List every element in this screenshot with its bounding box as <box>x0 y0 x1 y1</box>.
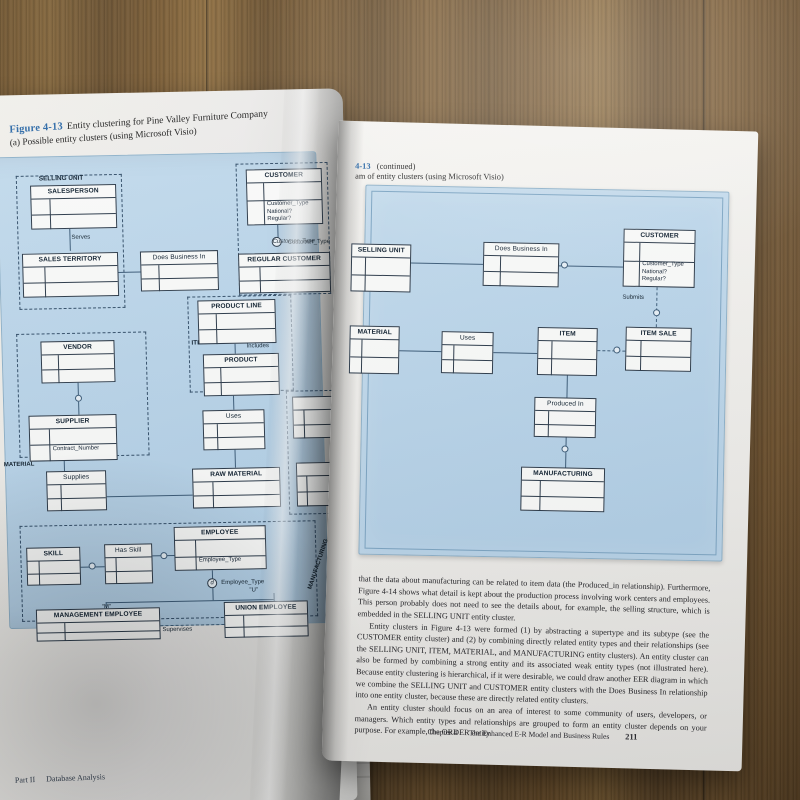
left-page: Figure 4-13 Entity clustering for Pine V… <box>0 88 358 800</box>
entity-skill: SKILL <box>26 546 82 586</box>
entity-name: SKILL <box>27 547 80 562</box>
eer-diagram-b: SELLING UNIT Does Business In CUSTOMER C… <box>348 184 730 562</box>
eer-diagram-a: SELLING UNIT SALESPERSON Serves SALES TE… <box>0 151 346 642</box>
relationship-name: Has Skill <box>105 544 152 559</box>
entity-item-right: ITEM <box>536 326 598 377</box>
running-foot-left: Part II Database Analysis <box>14 765 275 785</box>
body-text: that the data about manufacturing can be… <box>354 573 710 745</box>
entity-supplier: SUPPLIER Contract_Number <box>28 414 118 462</box>
entity-name: ITEM <box>538 327 597 343</box>
disjoint-marker: Customer_Type <box>271 236 315 248</box>
relationship-does-business-in: Does Business In <box>139 250 220 292</box>
entity-name: SELLING UNIT <box>352 244 411 259</box>
relationship-name: Uses <box>203 410 264 425</box>
cluster-label: SELLING UNIT <box>38 174 84 183</box>
entity-customer-right: CUSTOMER Customer_Type National? Regular… <box>622 228 696 288</box>
relationship-uses-right: Uses <box>440 331 494 375</box>
relationship-uses: Uses <box>202 409 266 451</box>
relationship-supervises-label: Supervises <box>162 626 193 634</box>
figure-subtitle-right: am of entity clusters (using Microsoft V… <box>355 171 504 182</box>
entity-raw-material: RAW MATERIAL <box>191 466 282 509</box>
page-number: 211 <box>625 732 638 742</box>
entity-name: CUSTOMER <box>624 229 695 244</box>
relationship-submits-label: Submits <box>622 294 645 301</box>
entity-name: MATERIAL <box>350 326 399 341</box>
chapter-label: Chapter 4 <box>427 727 458 737</box>
entity-customer: CUSTOMER Customer_Type National? Regular… <box>245 168 324 226</box>
entity-attributes: Employee_Type <box>198 556 242 564</box>
relationship-serves-label: Serves <box>71 234 91 241</box>
entity-attributes: Customer_Type National? Regular? <box>266 200 309 222</box>
part-number: Part II <box>14 775 36 785</box>
entity-management-employee: MANAGEMENT EMPLOYEE <box>35 607 161 642</box>
relationship-name: Produced In <box>535 397 596 413</box>
relationship-produced-in: Produced In <box>533 396 597 439</box>
label-u: "U" <box>249 587 259 594</box>
entity-selling-unit: SELLING UNIT <box>350 243 412 293</box>
relationship-includes-label: Includes <box>246 343 270 350</box>
entity-attributes: Contract_Number <box>52 444 100 452</box>
paragraph-2: Entity clusters in Figure 4-13 were form… <box>355 621 710 706</box>
relationship-name: Supplies <box>47 471 106 486</box>
relationship-supplies: Supplies <box>46 470 108 512</box>
entity-regular-customer: REGULAR CUSTOMER <box>238 251 332 294</box>
relationship-name: Uses <box>442 332 493 347</box>
entity-union-employee: UNION EMPLOYEE <box>223 600 309 638</box>
entity-item-sale: ITEM SALE <box>624 326 692 372</box>
entity-employee: EMPLOYEE Employee_Type <box>173 525 267 571</box>
figure-number: Figure 4-13 <box>9 121 64 136</box>
part-title: Database Analysis <box>45 772 106 784</box>
entity-name: ITEM SALE <box>626 327 691 342</box>
right-page: 4-13 (continued) am of entity clusters (… <box>321 120 759 772</box>
entity-product: PRODUCT <box>202 352 280 397</box>
figure-caption-left: Figure 4-13 Entity clustering for Pine V… <box>9 101 309 150</box>
relationship-does-business-in-right: Does Business In <box>482 241 560 288</box>
entity-material-right: MATERIAL <box>348 325 400 375</box>
entity-salesperson: SALESPERSON <box>30 184 118 230</box>
entity-manufacturing: MANUFACTURING <box>520 466 606 513</box>
cluster-label-material: MATERIAL <box>3 461 35 469</box>
entity-attributes: Customer_Type National? Regular? <box>641 261 684 283</box>
figure-caption-right: 4-13 (continued) am of entity clusters (… <box>355 162 605 183</box>
entity-vendor: VENDOR <box>40 340 116 384</box>
employee-discriminator-label: Employee_Type <box>221 579 265 587</box>
figure-number-continued: 4-13 <box>355 161 371 171</box>
entity-product-line: PRODUCT LINE <box>197 298 277 345</box>
relationship-has-skill: Has Skill <box>104 543 154 585</box>
subtype-discriminator-label: Customer_Type <box>287 238 331 246</box>
entity-sales-territory: SALES TERRITORY <box>21 251 120 298</box>
figure-continued-label: (continued) <box>376 161 416 172</box>
